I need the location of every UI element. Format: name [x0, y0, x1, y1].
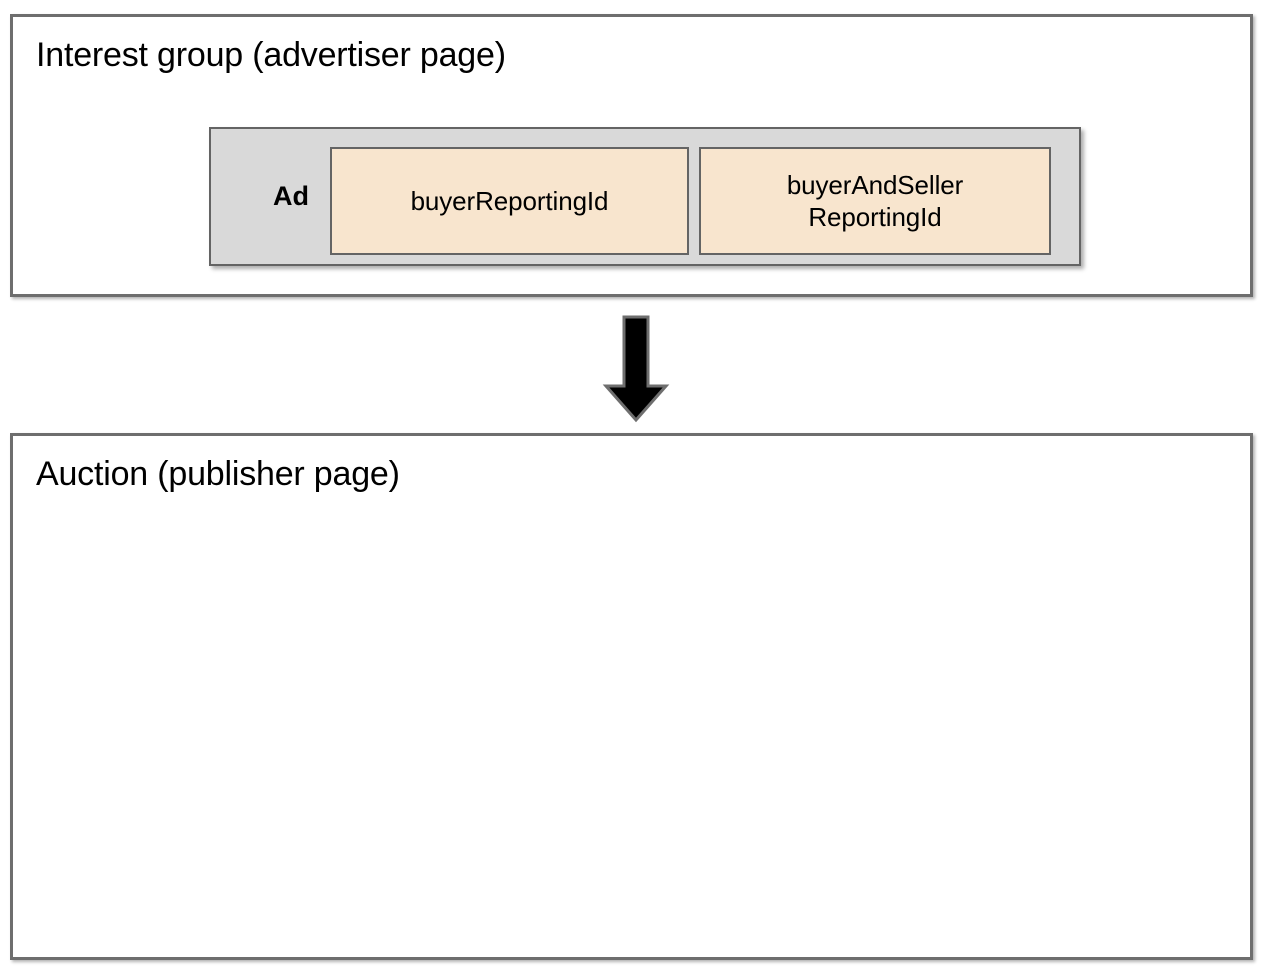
ad-group-box: Ad buyerReportingId buyerAndSeller Repor…: [209, 127, 1081, 266]
reporting-id-box-buyer-and-seller-reporting-id: buyerAndSeller ReportingId: [699, 147, 1051, 255]
reporting-id-label: buyerAndSeller ReportingId: [786, 170, 964, 232]
section-interest-group: Interest group (advertiser page) Ad buye…: [10, 14, 1253, 297]
arrow-down-icon: [602, 315, 670, 423]
reporting-id-box-buyer-reporting-id: buyerReportingId: [330, 147, 689, 255]
section-title-auction: Auction (publisher page): [36, 455, 400, 493]
ad-label: Ad: [273, 181, 309, 211]
section-title-interest-group: Interest group (advertiser page): [36, 36, 506, 74]
section-auction: Auction (publisher page) reportResult() …: [10, 433, 1253, 960]
reporting-id-label: buyerReportingId: [410, 186, 609, 216]
